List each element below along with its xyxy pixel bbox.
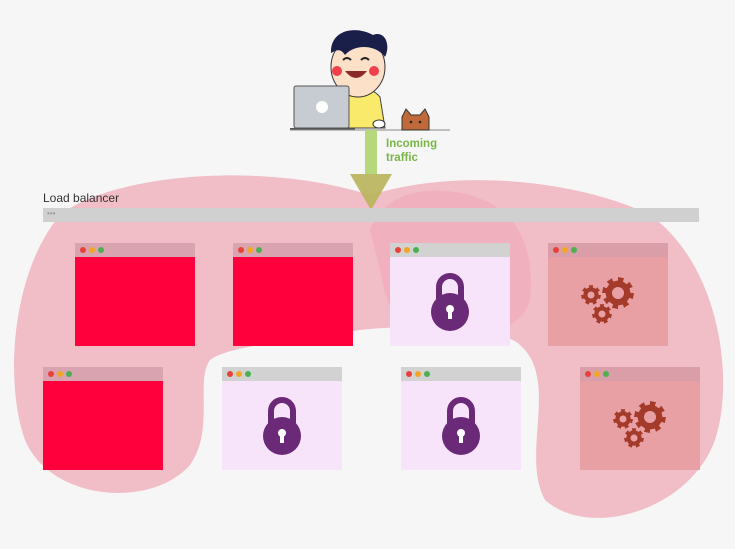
maximize-dot-icon xyxy=(424,371,430,377)
window-title-bar xyxy=(580,367,700,381)
traffic-label-line2: traffic xyxy=(386,152,418,164)
maximize-dot-icon xyxy=(66,371,72,377)
maximize-dot-icon xyxy=(571,247,577,253)
hand-icon xyxy=(372,119,386,129)
window-title-bar xyxy=(548,243,668,257)
close-dot-icon xyxy=(238,247,244,253)
minimize-dot-icon xyxy=(415,371,421,377)
minimize-dot-icon xyxy=(236,371,242,377)
window-title-bar xyxy=(401,367,521,381)
maximize-dot-icon xyxy=(98,247,104,253)
minimize-dot-icon xyxy=(404,247,410,253)
apple-logo-icon xyxy=(316,101,328,113)
window-title-bar xyxy=(75,243,195,257)
smile xyxy=(345,71,367,78)
window-title-bar xyxy=(43,367,163,381)
close-dot-icon xyxy=(553,247,559,253)
minimize-dot-icon xyxy=(57,371,63,377)
close-dot-icon xyxy=(48,371,54,377)
server-window-lock xyxy=(222,367,342,470)
minimize-dot-icon xyxy=(247,247,253,253)
window-body xyxy=(75,257,195,346)
server-window-red xyxy=(75,243,195,346)
lock-icon xyxy=(263,397,301,455)
user-illustration xyxy=(290,30,450,131)
server-window-gear xyxy=(548,243,668,346)
load-balancer-bar-dots: ••• xyxy=(47,209,56,218)
cat-icon xyxy=(401,108,430,131)
maximize-dot-icon xyxy=(256,247,262,253)
window-body xyxy=(401,381,521,470)
close-dot-icon xyxy=(227,371,233,377)
maximize-dot-icon xyxy=(413,247,419,253)
cheek-right xyxy=(369,66,379,76)
server-window-lock xyxy=(390,243,510,346)
maximize-dot-icon xyxy=(245,371,251,377)
cheek-left xyxy=(332,66,342,76)
cat-eye-left xyxy=(409,120,413,124)
hair-shape xyxy=(330,30,388,57)
window-body xyxy=(580,381,700,470)
close-dot-icon xyxy=(80,247,86,253)
minimize-dot-icon xyxy=(594,371,600,377)
lock-icon xyxy=(442,397,480,455)
close-dot-icon xyxy=(585,371,591,377)
gears-icon xyxy=(613,401,666,448)
server-window-gear xyxy=(580,367,700,470)
close-dot-icon xyxy=(406,371,412,377)
traffic-label-line1: Incoming xyxy=(386,138,438,150)
window-body xyxy=(43,381,163,470)
window-body xyxy=(390,257,510,346)
arrow-shaft xyxy=(365,130,377,174)
maximize-dot-icon xyxy=(603,371,609,377)
server-window-lock xyxy=(401,367,521,470)
lock-icon xyxy=(431,273,469,331)
minimize-dot-icon xyxy=(89,247,95,253)
window-body xyxy=(222,381,342,470)
server-window-red xyxy=(233,243,353,346)
minimize-dot-icon xyxy=(562,247,568,253)
load-balancer-label: Load balancer xyxy=(43,191,120,205)
window-title-bar xyxy=(222,367,342,381)
eye-left xyxy=(342,57,352,61)
cat-eye-right xyxy=(418,120,422,124)
gears-icon xyxy=(581,277,634,324)
window-body xyxy=(548,257,668,346)
traffic-label: Incoming traffic xyxy=(386,137,437,165)
eye-right xyxy=(360,57,370,61)
window-title-bar xyxy=(233,243,353,257)
server-window-red xyxy=(43,367,163,470)
traffic-arrow-icon xyxy=(350,130,392,210)
load-balancer-bar: ••• xyxy=(43,208,699,222)
window-title-bar xyxy=(390,243,510,257)
close-dot-icon xyxy=(395,247,401,253)
window-body xyxy=(233,257,353,346)
arrow-head xyxy=(350,174,392,210)
